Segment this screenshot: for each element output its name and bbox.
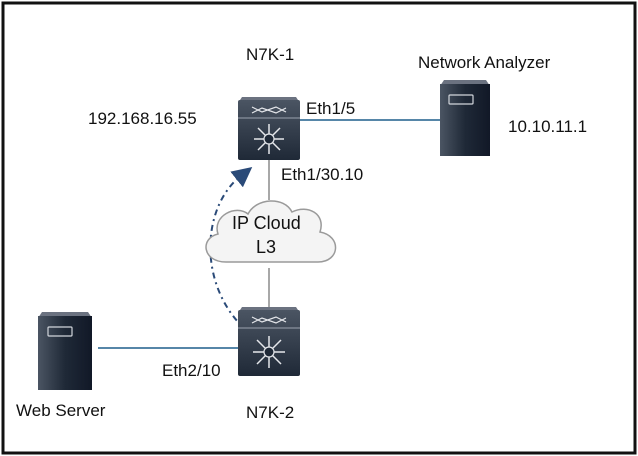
cloud-label-line2: L3 (256, 237, 277, 257)
analyzer-name-label: Network Analyzer (418, 53, 551, 72)
n7k1-ip-label: 192.168.16.55 (88, 109, 197, 128)
interface-eth1-30-10-label: Eth1/30.10 (281, 165, 364, 184)
n7k2-name-label: N7K-2 (246, 403, 295, 422)
n7k1-name-label: N7K-1 (246, 45, 295, 64)
analyzer-ip-label: 10.10.11.1 (508, 117, 588, 136)
webserver-server-icon (38, 312, 92, 390)
n7k2-switch-icon (238, 307, 300, 376)
cloud-icon (205, 200, 337, 263)
interface-eth1-5-label: Eth1/5 (306, 99, 356, 118)
dashed-flow-arrow (209, 167, 253, 333)
n7k1-switch-icon (238, 97, 300, 160)
webserver-name-label: Web Server (16, 401, 106, 420)
analyzer-server-icon (440, 80, 490, 156)
cloud-label-line1: IP Cloud (232, 213, 301, 233)
interface-eth2-10-label: Eth2/10 (162, 361, 221, 380)
